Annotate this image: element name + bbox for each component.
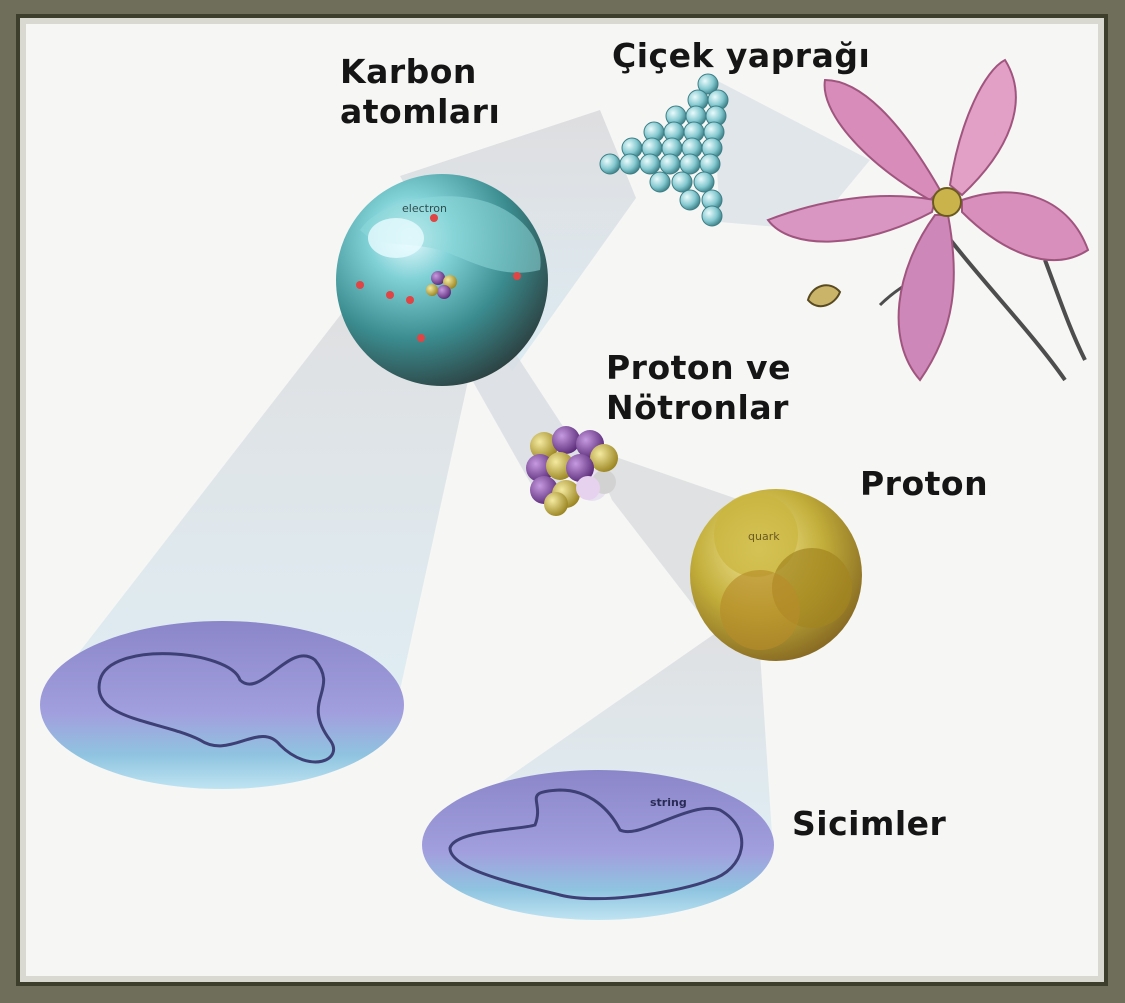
label-carbon-line1: Karbon — [340, 52, 477, 91]
quark-text: quark — [748, 530, 780, 543]
label-nucleus-line2: Nötronlar — [606, 388, 789, 427]
proton-sphere: quark — [690, 489, 862, 661]
label-nucleus-line1: Proton ve — [606, 348, 791, 387]
label-protons-neutrons: Proton ve Nötronlar — [606, 348, 791, 428]
nucleus-cluster — [526, 426, 618, 516]
beam-flower-to-lattice — [712, 78, 870, 230]
label-strings: Sicimler — [792, 804, 947, 843]
string-disc-right: string — [422, 770, 774, 920]
string-text: string — [650, 796, 687, 809]
carbon-lattice — [599, 73, 729, 227]
label-carbon-line2: atomları — [340, 92, 501, 131]
label-carbon-atoms: Karbon atomları — [340, 52, 500, 132]
beam-atom-to-string-disc — [50, 300, 470, 690]
label-flower-petal: Çiçek yaprağı — [612, 36, 871, 75]
carbon-atom-sphere: electron — [336, 174, 548, 386]
label-proton: Proton — [860, 464, 989, 503]
flower-illustration — [766, 58, 1090, 382]
electron-text: electron — [402, 202, 447, 215]
string-disc-left — [40, 621, 404, 789]
